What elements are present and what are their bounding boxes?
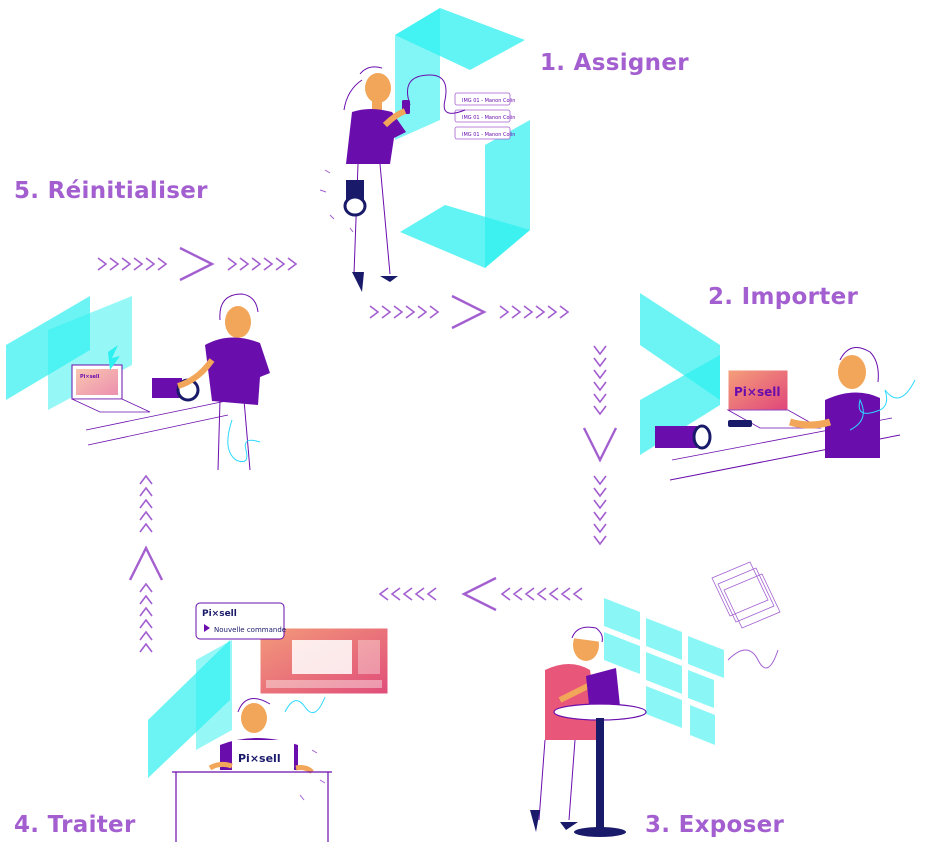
scene-assigner: IMG 01 - Manon Colin IMG 01 - Manon Coli…: [319, 8, 530, 292]
notification-message: Nouvelle commande: [214, 626, 286, 634]
arrow-chevrons-icon: [378, 576, 583, 612]
laptop-brand: Pi×sell: [734, 385, 780, 399]
scene-traiter: Pi×sell Nouvelle commande Pi×sell: [148, 602, 389, 842]
assign-card-2: IMG 01 - Manon Colin: [462, 115, 515, 121]
scene-exposer: [530, 561, 781, 837]
step-label-reinitialiser: 5. Réinitialiser: [14, 178, 208, 204]
arrow-chevrons-icon: [582, 345, 618, 546]
tablet-icon: [586, 668, 620, 714]
step-label-importer: 2. Importer: [708, 284, 859, 310]
assign-card-1: IMG 01 - Manon Colin: [462, 98, 515, 104]
step-label-exposer: 3. Exposer: [645, 812, 785, 838]
shirt-brand: Pi×sell: [238, 752, 281, 765]
camera-icon: [655, 424, 712, 450]
camera-icon: [343, 180, 367, 217]
arrow-chevrons-icon: [128, 474, 164, 653]
laptop-icon: Pi×sell: [726, 369, 822, 429]
assign-card-3: IMG 01 - Manon Colin: [462, 132, 515, 138]
scene-importer: Pi×sell: [640, 293, 916, 481]
notification-card: Pi×sell Nouvelle commande: [195, 602, 286, 640]
laptop-icon: Pi×sell: [71, 364, 151, 413]
notification-title: Pi×sell: [202, 609, 237, 619]
arrow-chevrons-icon: [97, 246, 298, 282]
assign-card-list: IMG 01 - Manon Colin IMG 01 - Manon Coli…: [454, 92, 515, 140]
step-label-traiter: 4. Traiter: [14, 812, 136, 838]
arrow-chevrons-icon: [369, 294, 570, 330]
reset-laptop-brand: Pi×sell: [80, 374, 100, 380]
scene-reinitialiser: Pi×sell: [6, 293, 270, 471]
step-label-assigner: 1. Assigner: [540, 50, 689, 76]
